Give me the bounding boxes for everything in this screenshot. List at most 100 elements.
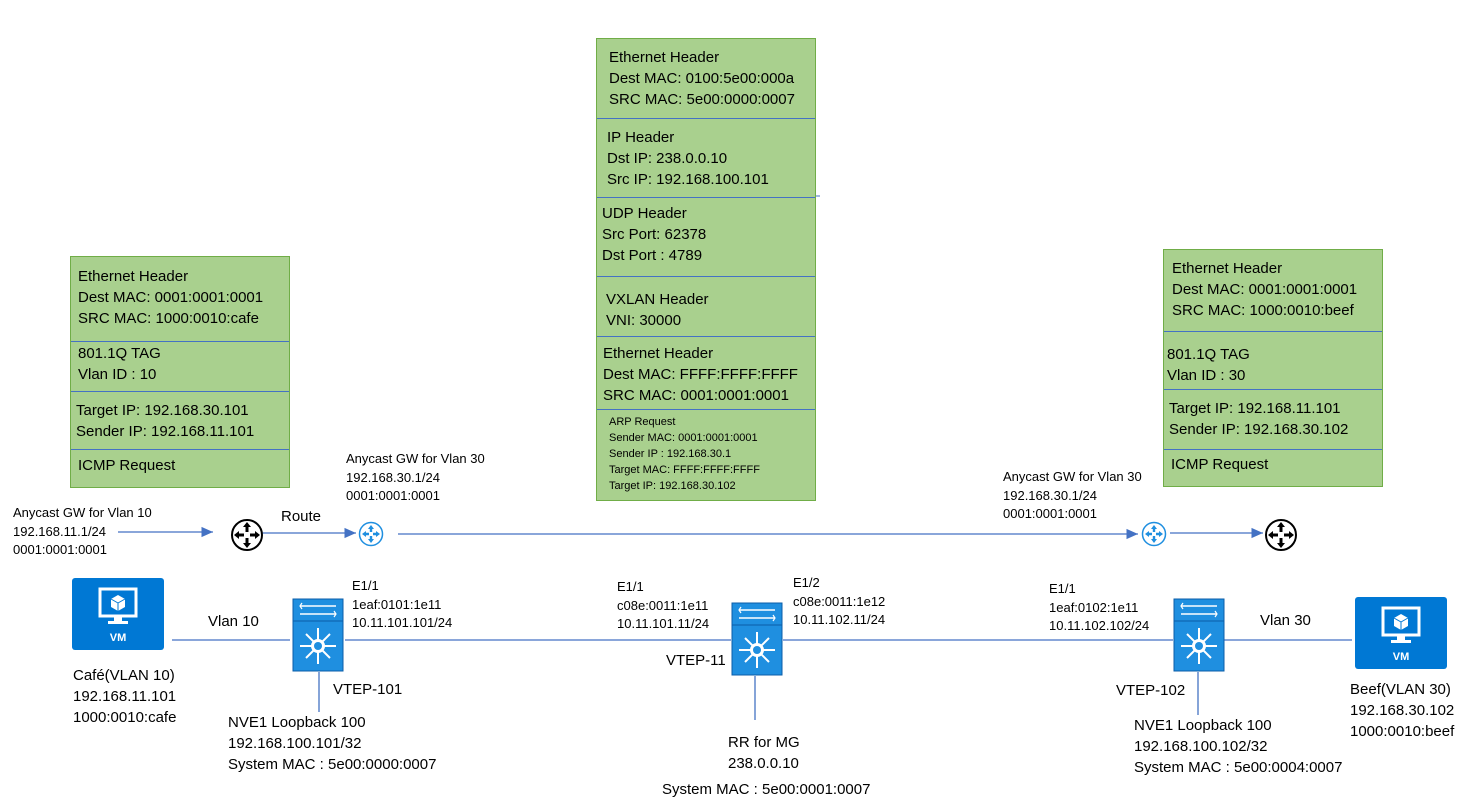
vtep11-e12-ip: 10.11.102.11/24	[793, 612, 886, 627]
vtep101-if-name: E1/1	[352, 578, 379, 593]
vtep102-if-name: E1/1	[1049, 581, 1076, 596]
pkt-line: Dest MAC: FFFF:FFFF:FFFF	[603, 366, 798, 383]
vtep102-loopback-name: NVE1 Loopback 100	[1134, 717, 1272, 734]
vtep101-if-mac: 1eaf:0101:1e11	[352, 597, 442, 612]
router-icon	[1265, 519, 1297, 551]
beef-host-mac: 1000:0010:beef	[1350, 723, 1455, 740]
pkt-line: Target MAC: FFFF:FFFF:FFFF	[609, 464, 760, 476]
pkt-line: Src Port: 62378	[602, 226, 707, 243]
outer-ethernet-section: Ethernet Header Dest MAC: 0100:5e00:000a…	[597, 39, 815, 118]
gw30-left-ip: 192.168.30.1/24	[346, 470, 440, 485]
router-icon	[231, 519, 263, 551]
pkt-line: ARP Request	[609, 416, 676, 428]
route-label: Route	[281, 508, 322, 525]
vm-label: VM	[109, 632, 127, 644]
vtep11-name: VTEP-11	[666, 652, 726, 669]
anycast-gw-icon	[1141, 521, 1167, 547]
vlan30-link-label: Vlan 30	[1260, 612, 1311, 629]
arp-section: ARP Request Sender MAC: 0001:0001:0001 S…	[597, 409, 815, 501]
spine-system-mac: System MAC : 5e00:0001:0007	[662, 781, 871, 798]
pkt-line: ICMP Request	[78, 457, 176, 474]
pkt-line: UDP Header	[602, 205, 687, 222]
vtep11-e12-mac: c08e:0011:1e12	[793, 594, 886, 609]
pkt-line: Vlan ID : 10	[78, 366, 157, 383]
rr-group: 238.0.0.10	[728, 755, 799, 772]
vm-label: VM	[1392, 651, 1410, 663]
gw10-label: Anycast GW for Vlan 10	[13, 505, 152, 520]
pkt-line: Sender IP : 192.168.30.1	[609, 448, 732, 460]
vtep101-loopback-name: NVE1 Loopback 100	[228, 714, 366, 731]
vtep101-if-ip: 10.11.101.101/24	[352, 615, 453, 630]
udp-section: UDP Header Src Port: 62378 Dst Port : 47…	[597, 197, 815, 277]
vm-cafe-icon[interactable]: VM	[72, 578, 164, 650]
vtep11-e11-ip: 10.11.101.11/24	[617, 616, 710, 631]
vm-beef-icon[interactable]: VM	[1355, 597, 1447, 669]
vtep101-switch-icon[interactable]	[292, 598, 344, 672]
gw30-left-mac: 0001:0001:0001	[346, 488, 440, 503]
monitor-icon	[1381, 606, 1421, 643]
cafe-host-ip: 192.168.11.101	[73, 688, 177, 705]
pkt-line: VNI: 30000	[606, 312, 682, 329]
vtep11-e11-name: E1/1	[617, 579, 644, 594]
pkt-line: Target IP: 192.168.30.101	[76, 402, 249, 419]
pkt-line: 801.1Q TAG	[78, 345, 161, 362]
dot1q-section: 801.1Q TAG Vlan ID : 10	[71, 341, 289, 392]
packet-middle: Ethernet Header Dest MAC: 0100:5e00:000a…	[596, 38, 816, 501]
icmp-section: ICMP Request	[71, 449, 289, 488]
vtep11-e11-mac: c08e:0011:1e11	[617, 598, 709, 613]
pkt-line: Dst IP: 238.0.0.10	[607, 150, 728, 167]
vtep101-name: VTEP-101	[333, 681, 403, 698]
gw10-mac: 0001:0001:0001	[13, 542, 107, 557]
pkt-line: ICMP Request	[1171, 456, 1269, 473]
ethernet-header-section: Ethernet Header Dest MAC: 0001:0001:0001…	[1164, 250, 1382, 331]
cafe-host-name: Café(VLAN 10)	[73, 667, 175, 684]
pkt-line: Src IP: 192.168.100.101	[607, 171, 769, 188]
ip-section: Target IP: 192.168.30.101 Sender IP: 192…	[71, 391, 289, 450]
beef-host-ip: 192.168.30.102	[1350, 702, 1455, 719]
pkt-line: Ethernet Header	[1172, 260, 1283, 277]
pkt-line: SRC MAC: 1000:0010:cafe	[78, 310, 259, 327]
pkt-line: Ethernet Header	[603, 345, 714, 362]
pkt-line: Ethernet Header	[609, 49, 720, 66]
vtep102-if-ip: 10.11.102.102/24	[1049, 618, 1150, 633]
cafe-host-mac: 1000:0010:cafe	[73, 709, 177, 726]
vtep102-loopback-ip: 192.168.100.102/32	[1134, 738, 1268, 755]
vtep101-system-mac: System MAC : 5e00:0000:0007	[228, 756, 437, 773]
ip-section: Target IP: 192.168.11.101 Sender IP: 192…	[1164, 389, 1382, 450]
pkt-line: SRC MAC: 0001:0001:0001	[603, 387, 789, 404]
vtep11-e12-name: E1/2	[793, 575, 820, 590]
pkt-line: Dest MAC: 0100:5e00:000a	[609, 70, 795, 87]
gw10-ip: 192.168.11.1/24	[13, 524, 107, 539]
rr-label: RR for MG	[728, 734, 800, 751]
pkt-line: Sender IP: 192.168.30.102	[1169, 421, 1349, 438]
gw30-right-label: Anycast GW for Vlan 30	[1003, 469, 1142, 484]
pkt-line: Target IP: 192.168.11.101	[1169, 400, 1341, 417]
monitor-icon	[98, 587, 138, 624]
ethernet-header-section: Ethernet Header Dest MAC: 0001:0001:0001…	[71, 257, 289, 341]
gw30-left-label: Anycast GW for Vlan 30	[346, 451, 485, 466]
pkt-line: VXLAN Header	[606, 291, 709, 308]
pkt-line: Vlan ID : 30	[1167, 367, 1246, 384]
anycast-gw-icon	[358, 521, 384, 547]
vlan10-link-label: Vlan 10	[208, 613, 259, 630]
pkt-line: Sender MAC: 0001:0001:0001	[609, 432, 758, 444]
vtep102-switch-icon[interactable]	[1173, 598, 1225, 672]
pkt-line: Target IP: 192.168.30.102	[609, 480, 736, 492]
vxlan-section: VXLAN Header VNI: 30000	[597, 276, 815, 337]
vtep101-loopback-ip: 192.168.100.101/32	[228, 735, 362, 752]
outer-ip-section: IP Header Dst IP: 238.0.0.10 Src IP: 192…	[597, 118, 815, 198]
pkt-line: Ethernet Header	[78, 268, 189, 285]
vtep102-name: VTEP-102	[1116, 682, 1186, 699]
pkt-line: IP Header	[607, 129, 675, 146]
vtep11-switch-icon[interactable]	[731, 602, 783, 676]
vtep102-if-mac: 1eaf:0102:1e11	[1049, 600, 1139, 615]
pkt-line: Dst Port : 4789	[602, 247, 703, 264]
pkt-line: Dest MAC: 0001:0001:0001	[78, 289, 264, 306]
pkt-line: SRC MAC: 5e00:0000:0007	[609, 91, 795, 108]
vtep102-system-mac: System MAC : 5e00:0004:0007	[1134, 759, 1343, 776]
dot1q-section: 801.1Q TAG Vlan ID : 30	[1164, 331, 1382, 390]
packet-right: Ethernet Header Dest MAC: 0001:0001:0001…	[1163, 249, 1383, 487]
gw30-right-mac: 0001:0001:0001	[1003, 506, 1097, 521]
